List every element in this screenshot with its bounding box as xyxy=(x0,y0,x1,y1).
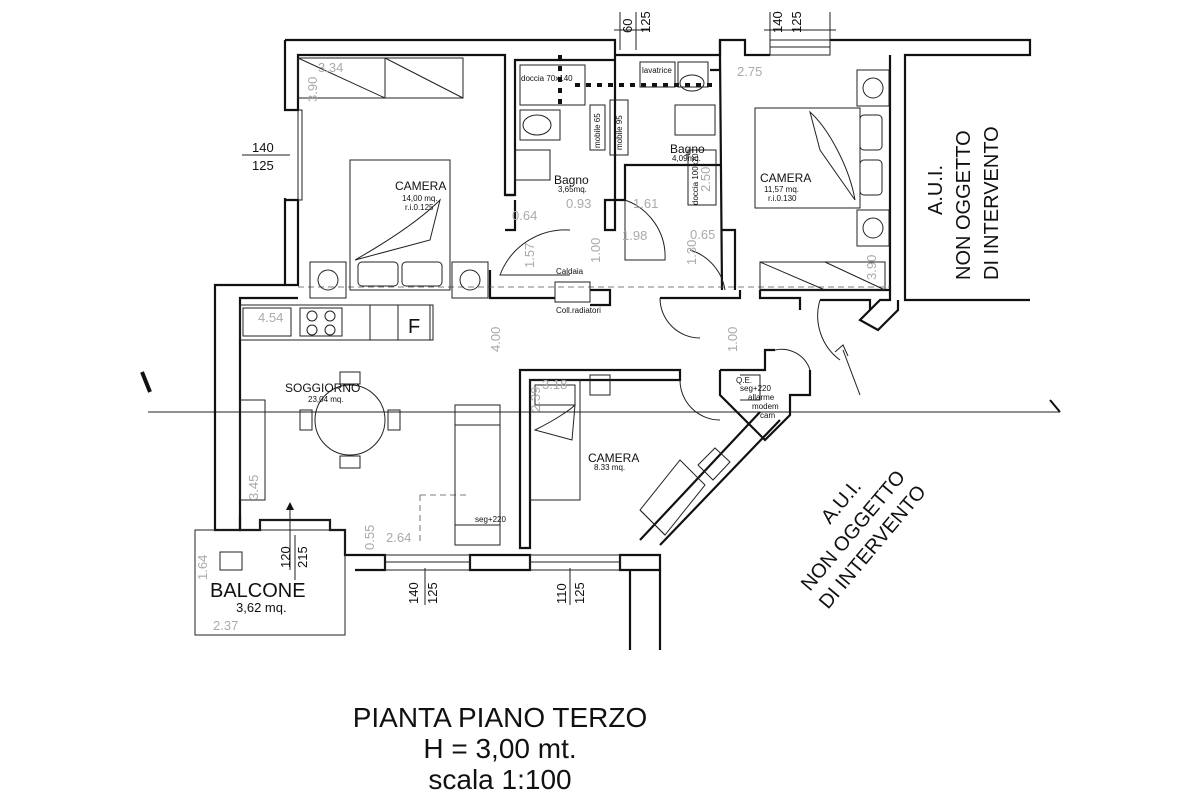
boiler xyxy=(554,281,591,303)
room-area-bagno-2: 4,09mq. xyxy=(672,154,701,163)
opening-125-top-a: 125 xyxy=(638,11,653,33)
aui-diag: A.U.I. NON OGGETTO DI INTERVENTO xyxy=(797,466,931,613)
room-area-soggiorno: 23,04 mq. xyxy=(308,395,344,404)
kitchen xyxy=(239,304,434,341)
label-qe-2: seg+220 xyxy=(740,384,771,393)
label-qe-4: modem xyxy=(752,402,779,411)
label-caldaia: Caldaia xyxy=(556,267,584,276)
room-name-bagno-1: Bagno xyxy=(554,173,589,187)
room-ri-camera-right: r.i.0.130 xyxy=(768,194,797,203)
aui-top: A.U.I. NON OGGETTO DI INTERVENTO xyxy=(925,126,1003,280)
opening-140-left: 140 xyxy=(252,140,274,155)
room-name-camera-left: CAMERA xyxy=(395,179,446,193)
dim-161: 1.61 xyxy=(633,196,658,211)
windows xyxy=(259,39,831,571)
dim-264: 2.64 xyxy=(386,530,411,545)
label-seg: seg+220 xyxy=(475,515,506,524)
dining-table xyxy=(239,371,401,501)
label-lavatrice: lavatrice xyxy=(642,66,672,75)
aui-top-line1: A.U.I. xyxy=(925,165,947,215)
label-fridge: F xyxy=(408,316,420,338)
dim-100a: 1.00 xyxy=(588,238,603,263)
balcony-fixture xyxy=(219,551,243,571)
dim-055: 0.55 xyxy=(362,525,377,550)
dim-318: 3.18 xyxy=(542,377,567,392)
label-qe-3: allarme xyxy=(748,393,775,402)
dim-237: 2.37 xyxy=(213,618,238,633)
dim-157: 1.57 xyxy=(522,243,537,268)
label-doccia-1: doccia 70x140 xyxy=(521,74,573,83)
dim-198: 1.98 xyxy=(622,228,647,243)
opening-215: 215 xyxy=(295,546,310,568)
dim-065: 0.65 xyxy=(690,227,715,242)
room-area-balcone: 3,62 mq. xyxy=(236,600,287,615)
opening-125-top-b: 125 xyxy=(789,11,804,33)
opening-125-bottom-b: 125 xyxy=(572,582,587,604)
dim-064: 0.64 xyxy=(512,208,537,223)
dim-400: 4.00 xyxy=(488,327,503,352)
label-coll-radiatori: Coll.radiatori xyxy=(556,306,601,315)
label-qe-1: Q.E. xyxy=(736,376,752,385)
dim-345: 3.45 xyxy=(246,475,261,500)
label-mobile-65: mobile 65 xyxy=(593,113,602,148)
opening-120: 120 xyxy=(278,546,293,568)
plan-height: H = 3,00 mt. xyxy=(423,733,577,764)
bed-left xyxy=(309,159,489,299)
doors xyxy=(499,199,861,421)
dim-390b: 3.90 xyxy=(864,255,879,280)
room-name-camera-small: CAMERA xyxy=(588,451,639,465)
section-marker xyxy=(140,371,152,393)
room-ri-camera-left: r.i.0.125 xyxy=(405,203,434,212)
room-area-camera-small: 8.33 mq. xyxy=(594,463,625,472)
dim-334: 3.34 xyxy=(318,60,343,75)
qe-panel xyxy=(740,374,761,401)
plan-caption: PIANTA PIANO TERZO H = 3,00 mt. scala 1:… xyxy=(290,702,710,795)
opening-140-top: 140 xyxy=(770,11,785,33)
dim-454: 4.54 xyxy=(258,310,283,325)
aui-top-line3: DI INTERVENTO xyxy=(981,126,1003,280)
dim-164: 1.64 xyxy=(195,555,210,580)
balcony-outline xyxy=(194,529,346,636)
room-area-bagno-1: 3,65mq. xyxy=(558,185,587,194)
room-name-balcone: BALCONE xyxy=(210,580,306,602)
label-doccia-2: doccia 100x70 xyxy=(691,153,700,205)
aui-top-line2: NON OGGETTO xyxy=(953,130,975,280)
bed-small xyxy=(529,374,611,501)
bed-right xyxy=(754,69,890,291)
room-area-camera-right: 11,57 mq. xyxy=(764,185,799,194)
dim-239: 2.39 xyxy=(528,387,543,412)
dim-275: 2.75 xyxy=(737,64,762,79)
plan-scale: scala 1:100 xyxy=(428,764,572,795)
room-name-bagno-2: Bagno xyxy=(670,142,705,156)
opening-110: 110 xyxy=(554,583,569,604)
wardrobe-diagonal xyxy=(639,447,731,536)
dim-100b: 1.00 xyxy=(725,327,740,352)
opening-125-bottom-a: 125 xyxy=(425,582,440,604)
label-mobile-95: mobile 95 xyxy=(615,115,624,150)
section-marker-right xyxy=(1049,399,1061,413)
bathroom-fixtures xyxy=(514,55,717,206)
dim-390: 3.90 xyxy=(305,77,320,102)
wardrobe-left xyxy=(297,57,464,99)
room-name-soggiorno: SOGGIORNO xyxy=(285,381,360,395)
opening-dims: 60 125 140 125 140 125 120 215 140 125 1… xyxy=(242,11,836,605)
opening-140-bottom: 140 xyxy=(406,582,421,604)
room-name-camera-right: CAMERA xyxy=(760,171,811,185)
dim-093: 0.93 xyxy=(566,196,591,211)
opening-125-left: 125 xyxy=(252,158,274,173)
room-area-camera-left: 14,00 mq. xyxy=(402,194,438,203)
opening-60: 60 xyxy=(620,19,635,33)
label-qe-5: cam xyxy=(760,411,775,420)
sofa xyxy=(454,404,501,546)
plan-title: PIANTA PIANO TERZO xyxy=(352,702,648,733)
dim-250: 2.50 xyxy=(698,167,713,192)
dim-130: 1.30 xyxy=(684,240,699,265)
